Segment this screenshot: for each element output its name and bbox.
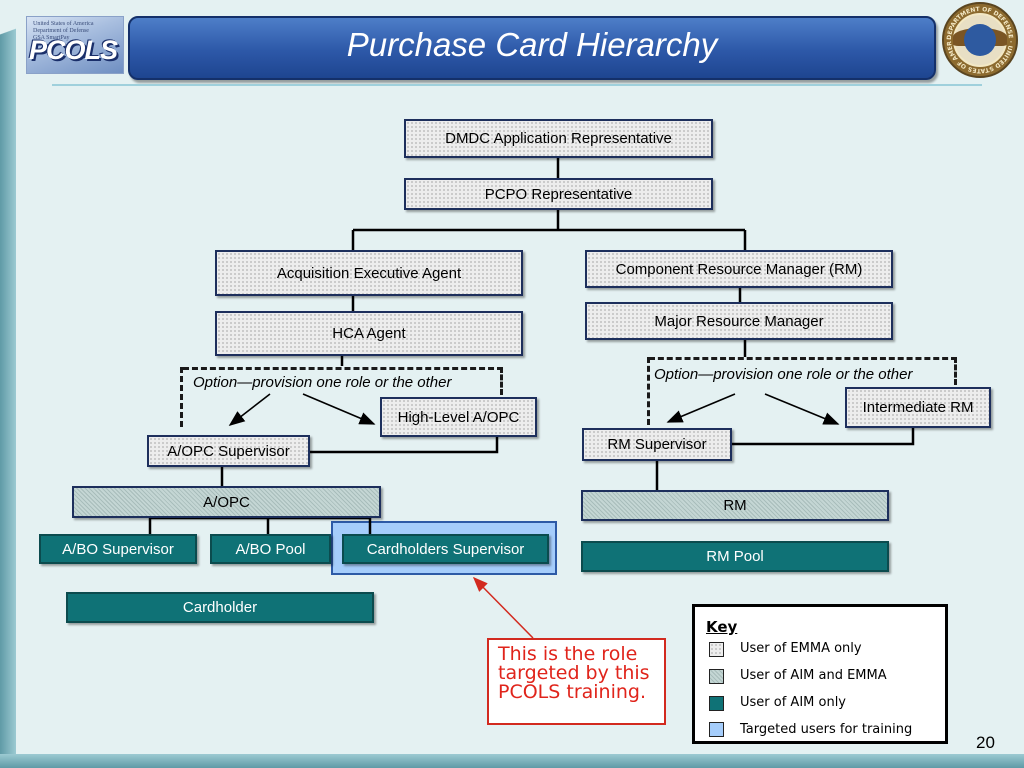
option-label-left: Option—provision one role or the other [193,374,452,391]
title-bar: Purchase Card Hierarchy [128,16,936,80]
training-callout: This is the role targeted by this PCOLS … [487,638,666,725]
node-rm-supervisor: RM Supervisor [582,428,732,461]
node-aopc-supervisor: A/OPC Supervisor [147,435,310,467]
node-cardholders-supervisor: Cardholders Supervisor [342,534,549,564]
seal-shield-icon [964,24,996,56]
option-bracket-left-top [183,367,503,370]
seal-inner [953,13,1007,67]
option-label-right: Option—provision one role or the other [654,366,913,383]
node-hca-agent: HCA Agent [215,311,523,356]
node-rm: RM [581,490,889,521]
dod-seal-icon: DEPARTMENT OF DEFENSE · UNITED STATES OF… [942,2,1018,78]
slide-frame-left [0,0,16,768]
node-high-level-aopc: High-Level A/OPC [380,397,537,437]
legend-swatch-targeted [709,722,724,737]
node-aopc: A/OPC [72,486,381,518]
option-bracket-right-top [649,357,957,360]
arrow-right-option-a [666,393,736,423]
slide-frame-bottom [0,754,1024,768]
node-intermediate-rm: Intermediate RM [845,387,991,428]
node-major-rm: Major Resource Manager [585,302,893,340]
callout-pointer [472,576,534,639]
legend-label-aim-emma: User of AIM and EMMA [740,668,887,683]
legend-swatch-aim-emma [709,669,724,684]
pcols-logo: United States of America Department of D… [26,16,124,74]
node-pcpo-rep: PCPO Representative [404,178,713,210]
legend-label-aim-only: User of AIM only [740,695,846,710]
logo-fine-print: United States of America Department of D… [33,21,94,41]
node-abo-supervisor: A/BO Supervisor [39,534,197,564]
page-number: 20 [976,733,995,752]
line-high-aopc-sup [310,437,499,454]
legend-swatch-emma-only [709,642,724,657]
arrow-right-option-b [764,393,840,425]
option-bracket-left-side [180,367,183,427]
legend-label-targeted: Targeted users for training [740,722,913,737]
title-divider [52,84,982,86]
node-dmdc-app-rep: DMDC Application Representative [404,119,713,158]
legend-label-emma-only: User of EMMA only [740,641,862,656]
legend-key: Key User of EMMA only User of AIM and EM… [692,604,948,744]
legend-title: Key [706,618,738,636]
line-int-rm-sup [732,428,915,446]
arrow-left-option-a [228,393,271,426]
node-component-rm: Component Resource Manager (RM) [585,250,893,288]
page-title: Purchase Card Hierarchy [346,26,718,63]
option-bracket-right-right [954,357,957,385]
option-bracket-left-right [500,367,503,395]
node-rm-pool: RM Pool [581,541,889,572]
node-abo-pool: A/BO Pool [210,534,331,564]
logo-wordmark: PCOLS [29,35,118,65]
node-acquisition-exec-agent: Acquisition Executive Agent [215,250,523,296]
option-bracket-right-side [647,357,650,425]
node-cardholder: Cardholder [66,592,374,623]
legend-swatch-aim-only [709,696,724,711]
arrow-left-option-b [302,393,376,425]
